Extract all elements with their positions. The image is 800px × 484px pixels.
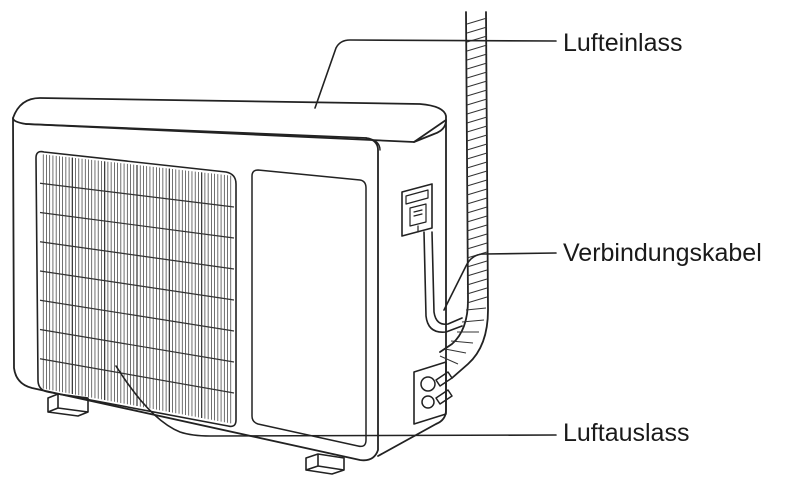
wrap-stripe [466, 17, 488, 25]
wrap-stripe [466, 260, 488, 268]
wrap-stripe [466, 116, 488, 124]
wrap-stripe [466, 278, 488, 286]
wrap-stripe [466, 80, 488, 88]
wrap-stripe [466, 296, 488, 304]
wrap-stripe [461, 319, 485, 323]
service-valves [413, 361, 453, 425]
wrap-stripe [466, 197, 488, 205]
wrap-stripe [444, 348, 467, 354]
leader-lines [115, 39, 557, 437]
label-air-outlet: Luftauslass [563, 419, 690, 447]
wrap-stripe [466, 188, 488, 196]
wrap-stripe [466, 170, 488, 178]
leader-line-inlet [314, 39, 557, 109]
label-connecting-cable: Verbindungskabel [563, 239, 762, 267]
wrap-stripe [466, 179, 488, 187]
wrap-stripe [466, 161, 488, 169]
wrap-stripe [466, 44, 488, 52]
wrap-stripe [466, 134, 488, 142]
leader-line-cable [443, 252, 557, 311]
connecting-cable [423, 231, 463, 333]
wrap-stripe [466, 215, 488, 223]
front-side-panel [251, 169, 367, 448]
wrap-stripe [466, 224, 488, 232]
wrap-stripe [466, 287, 488, 295]
wrap-stripe [465, 307, 487, 311]
wrap-stripe [466, 89, 488, 97]
fan-grille [35, 150, 237, 428]
pipe-wrap-lines [439, 17, 488, 365]
terminal-box [401, 183, 433, 237]
wrap-stripe [439, 355, 459, 365]
pipe-bundle [439, 11, 489, 379]
wrap-stripe [450, 340, 474, 344]
wrap-stripe [466, 125, 488, 133]
unit-cabinet [12, 97, 447, 462]
leader-line-outlet [115, 365, 557, 437]
wrap-stripe [466, 143, 488, 151]
wrap-stripe [466, 98, 488, 106]
wrap-stripe [466, 206, 488, 214]
wrap-stripe [466, 71, 488, 79]
wrap-stripe [466, 53, 488, 61]
wrap-stripe [466, 26, 488, 34]
wrap-stripe [466, 152, 488, 160]
wrap-stripe [466, 233, 488, 241]
wrap-stripe [466, 242, 488, 250]
unit-feet [47, 393, 345, 475]
wrap-stripe [466, 107, 488, 115]
label-air-inlet: Lufteinlass [563, 29, 683, 57]
wrap-stripe [466, 269, 488, 277]
grille-lines [39, 154, 235, 424]
wrap-stripe [466, 62, 488, 70]
